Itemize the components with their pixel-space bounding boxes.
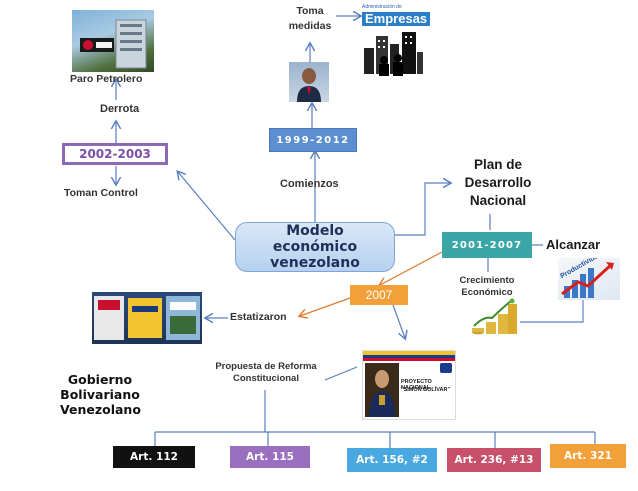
pdvsa-building-image bbox=[72, 10, 154, 72]
bolivar-portrait-icon bbox=[365, 363, 399, 417]
article-112-label: Art. 112 bbox=[130, 451, 178, 463]
period-2001-2007-box: 2001-2007 bbox=[442, 232, 532, 258]
article-236-box: Art. 236, #13 bbox=[447, 448, 541, 472]
businessmen-skyline-icon bbox=[364, 32, 423, 76]
estatizaron-label: Estatizaron bbox=[230, 311, 287, 323]
nationalized-companies-image bbox=[92, 292, 202, 344]
propuesta-label: Propuesta de Reforma Constitucional bbox=[215, 361, 317, 384]
article-112-box: Art. 112 bbox=[113, 446, 195, 468]
empresas-logo: Administración de Empresas bbox=[362, 4, 431, 26]
comienzos-label: Comienzos bbox=[280, 178, 339, 190]
derrota-label: Derrota bbox=[100, 103, 140, 115]
proyecto-line2: "SIMÓN BOLÍVAR" bbox=[401, 387, 451, 393]
productivity-arrow-icon bbox=[561, 262, 614, 298]
article-156-box: Art. 156, #2 bbox=[347, 448, 437, 472]
article-115-box: Art. 115 bbox=[230, 446, 310, 468]
productivity-chart-image: Productividad bbox=[558, 258, 620, 300]
article-321-box: Art. 321 bbox=[550, 444, 626, 468]
central-concept-label: Modelo económico venezolano bbox=[270, 223, 360, 271]
year-2007-box: 2007 bbox=[350, 285, 408, 305]
central-concept-box: Modelo económico venezolano bbox=[235, 222, 395, 272]
period-2002-2003-box: 2002-2003 bbox=[62, 143, 168, 165]
empresas-logo-text: Empresas bbox=[362, 12, 431, 26]
article-236-label: Art. 236, #13 bbox=[454, 454, 534, 466]
empresas-logo-small-text: Administración de bbox=[362, 4, 402, 10]
alcanzar-label: Alcanzar bbox=[546, 237, 601, 252]
toma-medidas-label: Toma medidas bbox=[288, 5, 332, 32]
crecimiento-label: Crecimiento Económico bbox=[459, 275, 515, 298]
pdvsa-building-icon bbox=[80, 19, 147, 69]
period-2001-2007-label: 2001-2007 bbox=[451, 239, 523, 251]
article-156-label: Art. 156, #2 bbox=[356, 454, 428, 466]
period-1999-2012-box: 1999-2012 bbox=[269, 128, 357, 152]
plan-desarrollo-label: Plan de Desarrollo Nacional bbox=[464, 157, 532, 208]
proyecto-badge bbox=[440, 363, 452, 373]
period-2002-2003-label: 2002-2003 bbox=[79, 147, 151, 161]
leader-portrait-image bbox=[289, 62, 329, 102]
year-2007-label: 2007 bbox=[365, 288, 393, 302]
paro-petrolero-label: Paro Petrolero bbox=[70, 73, 143, 85]
companies-collage-icon bbox=[94, 296, 200, 340]
toman-control-label: Toman Control bbox=[64, 187, 138, 199]
period-1999-2012-label: 1999-2012 bbox=[276, 134, 350, 146]
gobierno-label: Gobierno Bolivariano Venezolano bbox=[60, 372, 141, 417]
article-321-label: Art. 321 bbox=[564, 450, 612, 462]
article-115-label: Art. 115 bbox=[246, 451, 294, 463]
proyecto-line1: PROYECTO NACIONAL bbox=[401, 379, 432, 391]
person-icon bbox=[297, 68, 321, 102]
coins-growth-icon bbox=[472, 298, 517, 335]
proyecto-nacional-image: PROYECTO NACIONAL "SIMÓN BOLÍVAR" bbox=[362, 350, 456, 420]
